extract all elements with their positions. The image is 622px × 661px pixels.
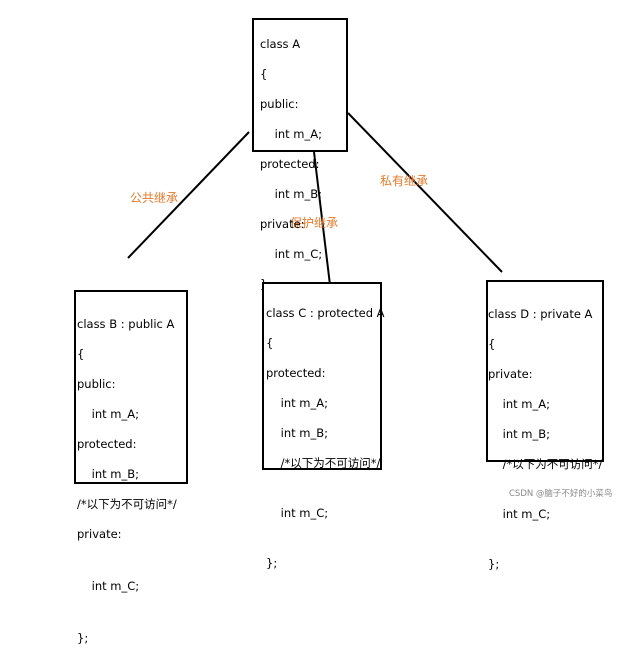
code-line: { (266, 336, 274, 350)
code-line: class C : protected A (266, 306, 385, 320)
code-line: }; (488, 557, 500, 571)
code-line: }; (266, 556, 278, 570)
code-line: public: (260, 97, 299, 111)
code-line: { (260, 67, 268, 81)
code-line: private: (260, 217, 305, 231)
code-line: protected: (266, 366, 326, 380)
code-line: class D : private A (488, 307, 593, 321)
class-b-box (74, 290, 188, 484)
code-line: int m_B; (260, 187, 322, 201)
code-line: { (77, 347, 85, 361)
code-line: int m_C; (266, 506, 329, 520)
code-line (488, 537, 602, 542)
code-line: int m_B; (488, 427, 550, 441)
code-line: int m_A; (260, 127, 322, 141)
class-d-box (486, 280, 604, 462)
code-line: private: (77, 527, 122, 541)
class-a-box (252, 18, 348, 152)
class-c-code: class C : protected A { protected: int m… (266, 291, 385, 586)
edge-a-to-c (313, 151, 331, 286)
class-d-code: class D : private A { private: int m_A; … (488, 292, 602, 587)
class-b-code: class B : public A { public: int m_A; pr… (77, 302, 177, 661)
code-line (266, 486, 385, 491)
code-line: int m_B; (77, 467, 139, 481)
code-line: { (488, 337, 496, 351)
code-line: }; (77, 631, 89, 645)
code-line: int m_A; (266, 396, 328, 410)
class-c-box (262, 282, 382, 470)
code-line: protected: (260, 157, 320, 171)
private-inheritance-label: 私有继承 (380, 174, 429, 188)
code-line (77, 609, 177, 616)
code-line: public: (77, 377, 116, 391)
code-line: int m_C; (77, 579, 140, 593)
code-line: /*以下为不可访问*/ (266, 456, 381, 470)
code-line: int m_C; (488, 507, 551, 521)
class-a-code: class A { public: int m_A; protected: in… (260, 22, 322, 307)
code-line: int m_B; (266, 426, 328, 440)
code-line: /*以下为不可访问*/ (488, 457, 603, 471)
code-line: protected: (77, 437, 137, 451)
code-line: class B : public A (77, 317, 175, 331)
watermark: CSDN @脑子不好的小菜鸟 (509, 489, 613, 499)
code-line: /*以下为不可访问*/ (77, 497, 177, 511)
code-line: int m_A; (488, 397, 550, 411)
code-line (266, 536, 385, 541)
code-line (77, 557, 177, 564)
code-line: int m_C; (260, 247, 323, 261)
public-inheritance-label: 公共继承 (130, 191, 179, 205)
code-line: class A (260, 37, 301, 51)
code-line: int m_A; (77, 407, 139, 421)
protected-inheritance-label: 保护继承 (290, 216, 339, 230)
code-line: private: (488, 367, 533, 381)
edge-a-to-d (347, 112, 503, 273)
edge-a-to-b (127, 131, 250, 259)
inheritance-edges (127, 112, 503, 286)
